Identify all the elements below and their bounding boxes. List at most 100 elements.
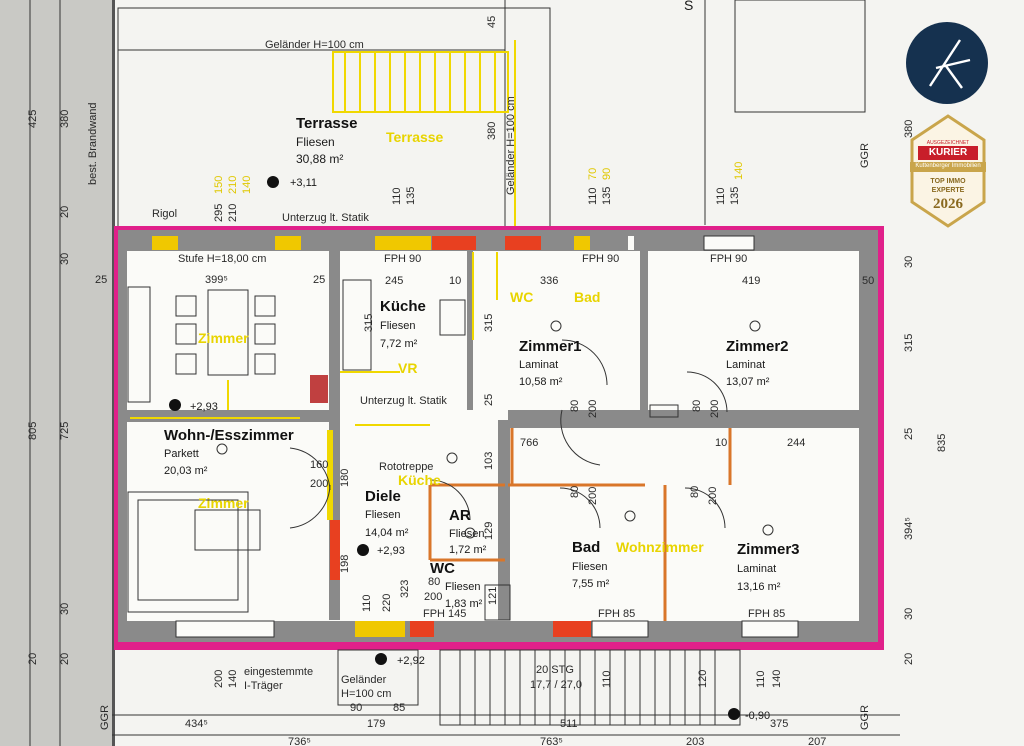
dim-30-right-top: 30 xyxy=(903,256,915,268)
wohn-yellow-bottom: Zimmer xyxy=(198,495,249,511)
window-fph90-b: FPH 90 xyxy=(582,253,619,265)
yellow-walls xyxy=(130,252,498,520)
dim-380-left: 380 xyxy=(59,110,71,128)
dim-80-a: 80 xyxy=(569,400,581,412)
badge-brand: KURIER xyxy=(928,147,968,158)
gelaender-top-label: Geländer H=100 cm xyxy=(265,39,364,51)
dim-80-b: 80 xyxy=(691,400,703,412)
dim-419: 419 xyxy=(742,275,760,287)
dim-135-c: 135 xyxy=(729,187,741,205)
dim-399: 399⁵ xyxy=(205,274,228,286)
dim-315-wc: 315 xyxy=(483,314,495,332)
dim-323: 323 xyxy=(399,580,411,598)
dim-210: 210 xyxy=(227,204,239,222)
dim-200-d: 200 xyxy=(310,478,328,490)
gelaender-side-label: Geländer H=100 cm xyxy=(505,96,517,195)
dim-25-right: 25 xyxy=(903,428,915,440)
ydim-90: 90 xyxy=(601,168,613,180)
dim-200-a: 200 xyxy=(587,400,599,418)
new-walls xyxy=(428,428,732,621)
dim-200-e: 200 xyxy=(707,487,719,505)
kueche-area: 7,72 m² xyxy=(380,338,418,350)
light-fixtures xyxy=(216,320,774,539)
stairs-ratio: 17,7 / 27,0 xyxy=(530,679,582,691)
wc-yellow: WC xyxy=(510,289,533,305)
dim-20-left: 20 xyxy=(59,206,71,218)
dim-50-right: 50 xyxy=(862,275,874,287)
dim-736: 736⁵ xyxy=(288,736,311,746)
diele-level: +2,93 xyxy=(377,545,405,557)
terrasse-yellow: Terrasse xyxy=(386,129,444,145)
dim-20-right: 20 xyxy=(903,653,915,665)
dim-25-center: 25 xyxy=(483,394,495,406)
badge-sub: AUSGEZEICHNET xyxy=(926,140,970,146)
badge-title2: EXPERTE xyxy=(931,187,965,194)
dim-25-mid: 25 xyxy=(313,274,325,286)
ydim-150: 150 xyxy=(213,176,225,194)
ydim-210: 210 xyxy=(227,176,239,194)
level-markers xyxy=(169,176,740,720)
kueche-name: Küche xyxy=(380,298,426,315)
interior-walls xyxy=(127,251,859,620)
zimmer3-area: 13,16 m² xyxy=(737,581,781,593)
wohn-yellow-top: Zimmer xyxy=(198,330,249,346)
dim-295: 295 xyxy=(213,204,225,222)
dim-200-bottom-left: 200 xyxy=(213,670,225,688)
dim-180: 180 xyxy=(339,469,351,487)
dim-315-kueche: 315 xyxy=(363,314,375,332)
dim-375: 375 xyxy=(770,718,788,730)
logo-k-icon xyxy=(908,24,986,102)
outside-level: -0,90 xyxy=(745,710,770,722)
ar-name: AR xyxy=(449,507,471,524)
dim-135-a: 135 xyxy=(405,187,417,205)
dim-25-left: 25 xyxy=(95,274,107,286)
wohn-name: Wohn-/Esszimmer xyxy=(164,427,294,444)
eingestemmte-line2: I-Träger xyxy=(244,680,283,692)
ydim-140b: 140 xyxy=(733,162,745,180)
furniture xyxy=(127,279,679,621)
wohn-floor: Parkett xyxy=(164,448,199,460)
dim-90: 90 xyxy=(350,702,362,714)
dim-394: 394⁵ xyxy=(903,517,915,540)
award-badge: KURIER AUSGEZEICHNET Kuttenberger Immobi… xyxy=(906,110,990,230)
neighbor-box xyxy=(734,0,866,113)
bad-area: 7,55 m² xyxy=(572,578,610,590)
badge-year: 2026 xyxy=(933,196,963,212)
dim-200-c: 200 xyxy=(587,487,599,505)
brand-logo xyxy=(906,22,988,104)
dim-763: 763⁵ xyxy=(540,736,563,746)
dim-110-wc: 110 xyxy=(361,594,373,612)
dim-200-wc: 200 xyxy=(424,591,442,603)
dim-110-c: 110 xyxy=(715,187,727,205)
dim-434: 434⁵ xyxy=(185,718,208,730)
dim-198: 198 xyxy=(339,555,351,573)
dim-110-a: 110 xyxy=(391,187,403,205)
bad-yellow-wohn: Wohnzimmer xyxy=(616,539,704,555)
door-swings xyxy=(289,339,728,529)
zimmer2-area: 13,07 m² xyxy=(726,376,770,388)
ydim-140: 140 xyxy=(241,176,253,194)
dim-511: 511 xyxy=(560,718,578,730)
dim-80-d: 80 xyxy=(689,486,701,498)
dim-835: 835 xyxy=(936,434,948,452)
ar-area: 1,72 m² xyxy=(449,544,487,556)
dim-245: 245 xyxy=(385,275,403,287)
badge-title1: TOP IMMO xyxy=(930,178,966,185)
zimmer3-floor: Laminat xyxy=(737,563,776,575)
entry-level: +2,92 xyxy=(397,655,425,667)
dim-110-bottom-right: 110 xyxy=(755,670,767,688)
dim-766: 766 xyxy=(520,437,538,449)
dim-140-bottom-left: 140 xyxy=(227,670,239,688)
dim-120-bottom-mid: 120 xyxy=(697,670,709,688)
unterzug-mid-label: Unterzug lt. Statik xyxy=(360,395,447,407)
entry-stairs xyxy=(112,649,900,736)
stairs-count: 20 STG xyxy=(536,664,574,676)
dim-10-b: 10 xyxy=(715,437,727,449)
window-fph90-c: FPH 90 xyxy=(710,253,747,265)
dim-160: 160 xyxy=(310,459,328,471)
eingestemmte-line1: eingestemmte xyxy=(244,666,313,678)
vertical-dims: 425 380 380 45 20 30 805 725 315 315 25 … xyxy=(27,16,948,688)
bad-floor: Fliesen xyxy=(572,561,607,573)
zimmer1-name: Zimmer1 xyxy=(519,338,582,355)
zimmer3-name: Zimmer3 xyxy=(737,541,800,558)
